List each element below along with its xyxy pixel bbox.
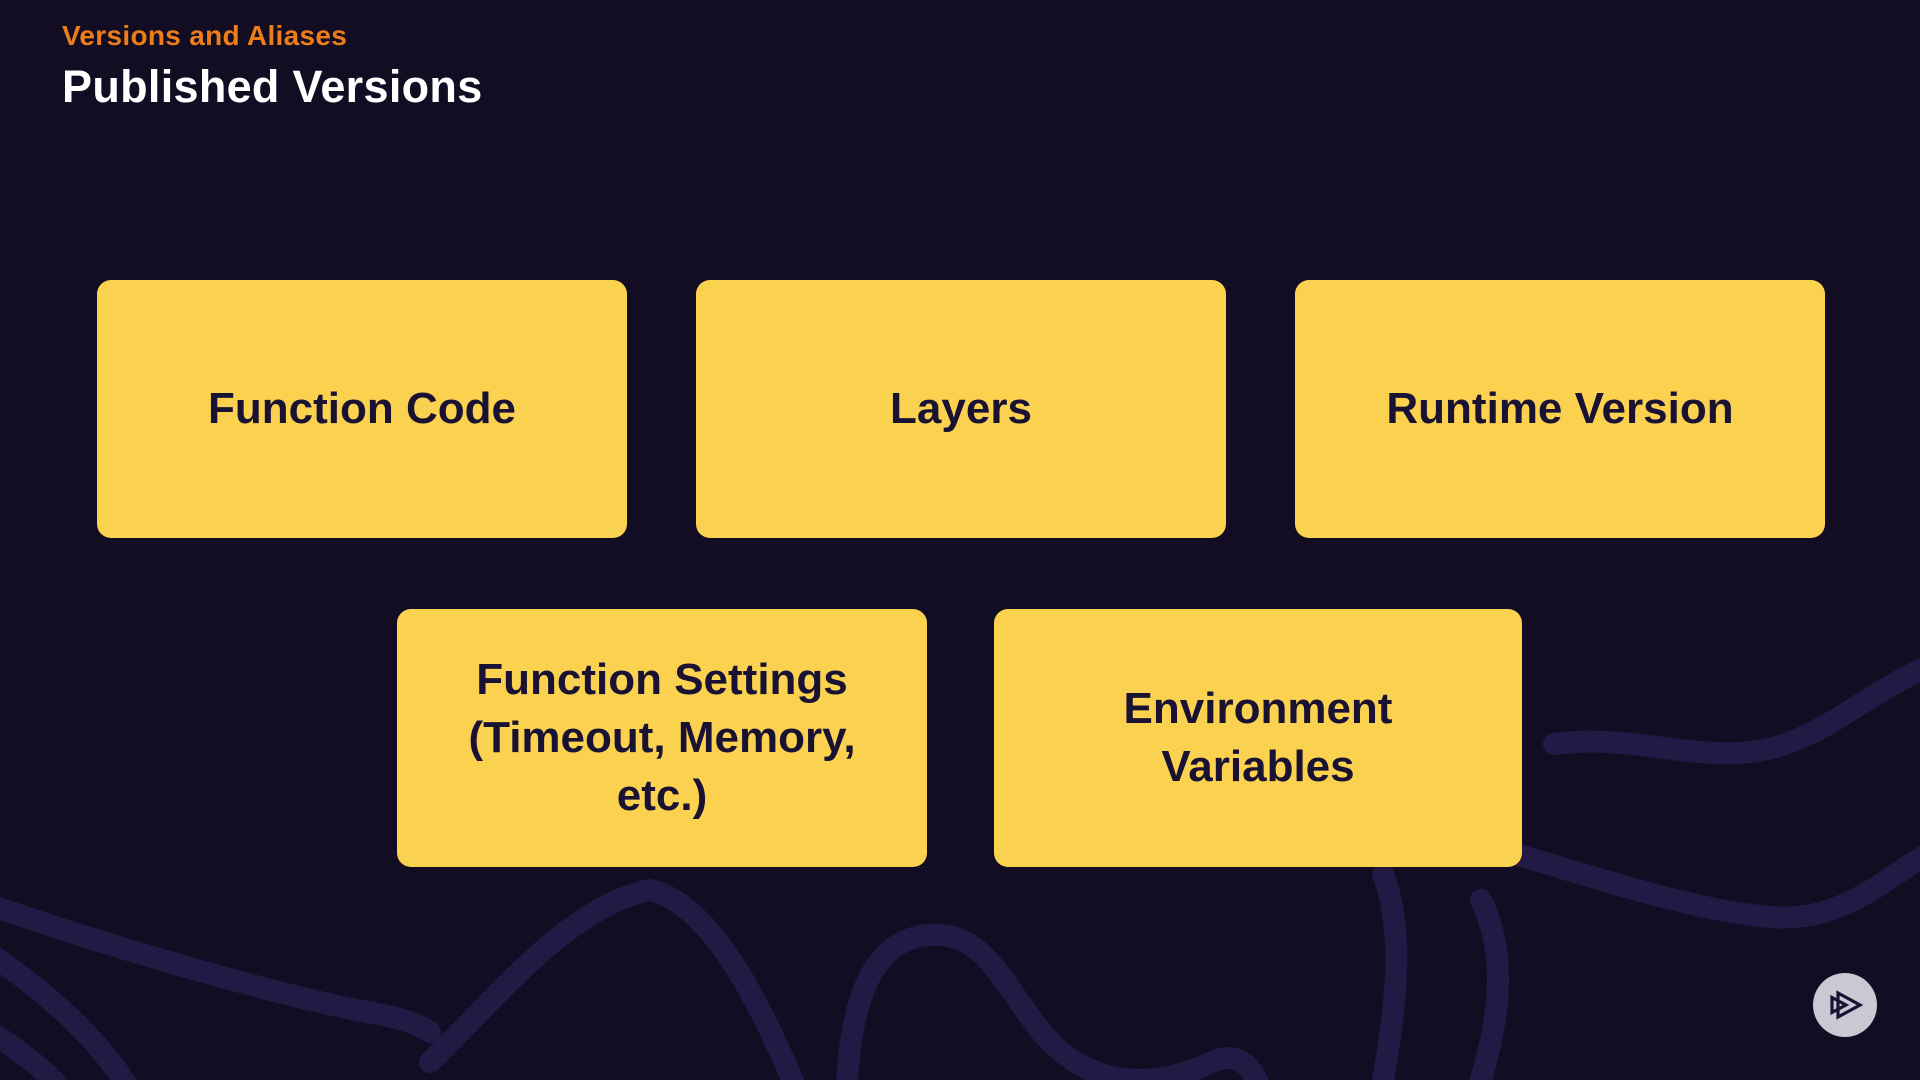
card-label: Runtime Version — [1386, 383, 1734, 433]
card-label: Environment Variables — [1123, 683, 1393, 791]
card-function-code: Function Code — [97, 280, 627, 538]
card-environment-variables: Environment Variables — [994, 609, 1522, 867]
page-title: Published Versions — [62, 61, 483, 112]
module-title: Versions and Aliases — [62, 20, 348, 51]
contour-line — [1483, 837, 1920, 929]
play-triangles-icon — [1830, 990, 1864, 1020]
card-label: Function Settings (Timeout, Memory, etc.… — [468, 654, 856, 821]
contour-line — [1371, 863, 1408, 1080]
contour-line — [0, 1024, 68, 1080]
pluralsight-logo — [1813, 973, 1877, 1037]
slide-header: Versions and Aliases Published Versions — [62, 20, 483, 113]
contour-line — [0, 947, 137, 1080]
contour-line — [1543, 658, 1920, 765]
card-layers: Layers — [696, 280, 1226, 538]
contour-line — [836, 923, 1269, 1080]
card-runtime-version: Runtime Version — [1295, 280, 1825, 538]
card-label: Function Code — [208, 383, 516, 433]
contour-line — [1469, 889, 1510, 1080]
card-label: Layers — [890, 383, 1032, 433]
card-function-settings: Function Settings (Timeout, Memory, etc.… — [397, 609, 927, 867]
contour-line — [0, 896, 441, 1043]
contour-line — [419, 878, 805, 1080]
